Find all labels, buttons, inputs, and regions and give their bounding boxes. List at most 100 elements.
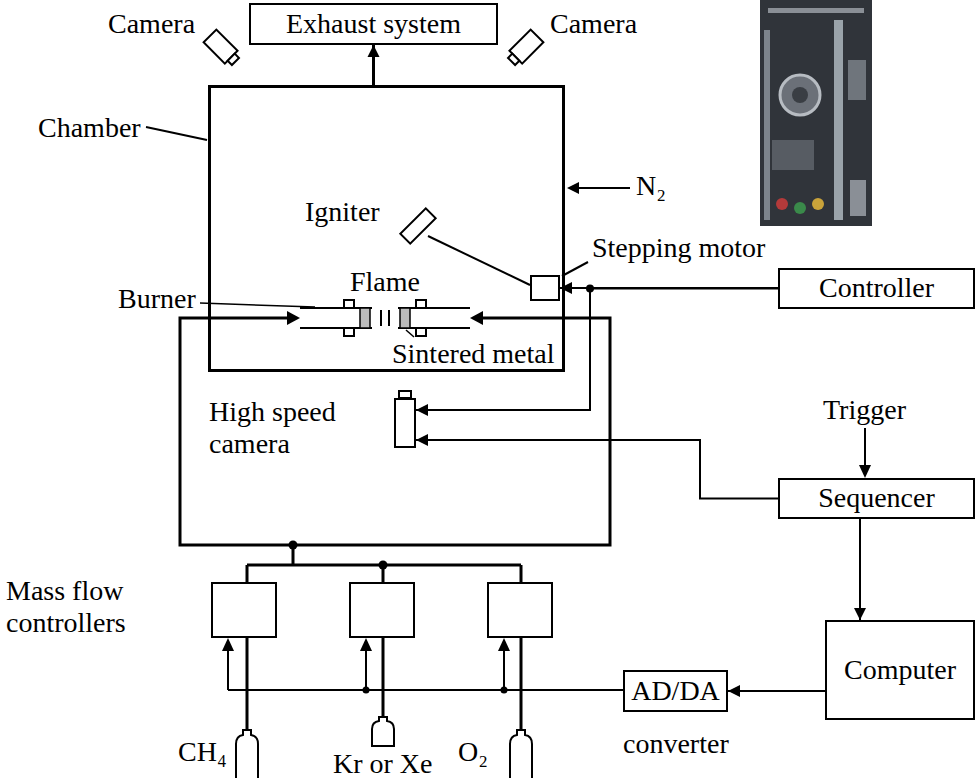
arrow-head (360, 638, 372, 651)
control-wire (228, 650, 623, 690)
arrow-head (560, 282, 572, 294)
part-label: Flame (350, 268, 420, 296)
leader-line (562, 262, 588, 276)
burner-flange (344, 328, 354, 336)
photo-detail (794, 202, 806, 214)
node-text: AD/DA (631, 675, 720, 707)
connector-line (416, 440, 778, 499)
gas-bottle (510, 730, 532, 778)
arrow-head (470, 311, 483, 325)
mass-flow-controller (212, 583, 276, 637)
leader-line (200, 303, 315, 307)
flame-symbol (381, 310, 389, 326)
part-label: Igniter (305, 198, 380, 226)
mass-flow-controller (488, 583, 552, 637)
camera-label: Camera (108, 10, 195, 38)
photo-detail (768, 8, 864, 13)
process-box: Computer (825, 620, 975, 720)
gas-label: N₂ (636, 172, 666, 200)
node-text: Chamber (38, 112, 141, 144)
process-box: Controller (778, 268, 975, 309)
arrow-head (368, 45, 380, 57)
connector (416, 434, 778, 499)
camera-lens (399, 391, 411, 398)
igniter-arm (428, 236, 530, 285)
junction-dot (501, 687, 508, 694)
burner-tube (300, 308, 372, 328)
camera-label: Camera (550, 10, 637, 38)
sintered-disc (360, 308, 370, 328)
photo-detail (780, 75, 820, 115)
arrow-head (416, 404, 428, 416)
process-box: Exhaust system (249, 3, 498, 45)
chamber-box: ChamberStepping motor (208, 85, 565, 372)
leader-line (406, 330, 414, 337)
node-text: Stepping motor (592, 232, 765, 264)
node-text: converter (623, 728, 729, 760)
photo-detail (834, 20, 843, 220)
process-box: Sequencer (778, 478, 975, 519)
arrow-head (859, 465, 871, 478)
junction-dot (363, 687, 370, 694)
camera-box: High speed camera (394, 398, 416, 448)
trigger-arrow (864, 428, 866, 466)
part-label: Mass flow controllers (6, 575, 156, 639)
camera-symbol (505, 30, 543, 68)
connector (854, 519, 866, 620)
apparatus-photo (760, 0, 872, 226)
photo-detail (812, 198, 824, 210)
node-text: Exhaust system (286, 8, 461, 40)
part-label: Sintered metal (392, 340, 555, 368)
arrow-head (287, 311, 300, 325)
gas-bottle (372, 717, 394, 746)
burner-flange (416, 300, 426, 308)
burner-flange (416, 328, 426, 336)
junction-dot (586, 285, 594, 293)
photo-detail (850, 180, 866, 216)
camera-lens (508, 54, 519, 65)
junction-dot (379, 561, 388, 570)
gas-inlet-arrow (578, 187, 630, 189)
camera-symbol (204, 30, 242, 68)
gas-label: CH₄ (178, 738, 227, 766)
node-text: High speed camera (209, 396, 379, 460)
photo-detail (776, 198, 788, 210)
camera-lens (228, 54, 239, 65)
arrow-head (416, 434, 428, 446)
photo-detail (772, 140, 814, 170)
igniter-symbol (400, 208, 435, 243)
photo-ground (760, 0, 872, 226)
arrow-head (567, 182, 579, 194)
arrow-head (728, 685, 740, 697)
signal-label: Trigger (823, 396, 906, 424)
arrow-head (498, 638, 510, 651)
burner-symbol (398, 300, 470, 336)
part-label: Burner (118, 285, 196, 313)
connector (368, 45, 380, 85)
igniter-body (400, 208, 435, 243)
burner-tube (398, 308, 470, 328)
sintered-disc (400, 308, 410, 328)
connector (728, 685, 825, 697)
mass-flow-controller (350, 583, 414, 637)
node-text: Sequencer (818, 482, 935, 514)
arrow-head (222, 638, 234, 651)
connector-line (859, 519, 861, 620)
gas-manifold (247, 545, 521, 583)
photo-detail (764, 30, 770, 220)
burner-flange (344, 300, 354, 308)
node-text: Computer (844, 654, 956, 686)
process-box: AD/DAconverter (623, 670, 728, 712)
gas-label: Kr or Xe (333, 750, 433, 778)
node-text: Controller (819, 272, 934, 304)
arrow-head (854, 608, 866, 620)
burner-symbol (300, 300, 372, 336)
gas-label: O₂ (458, 738, 488, 766)
photo-detail (792, 87, 808, 103)
motor-box: Stepping motor (530, 275, 560, 301)
gas-bottle (236, 730, 258, 778)
junction-dot (289, 541, 298, 550)
photo-detail (848, 60, 866, 100)
gas-supply-line (180, 318, 610, 545)
